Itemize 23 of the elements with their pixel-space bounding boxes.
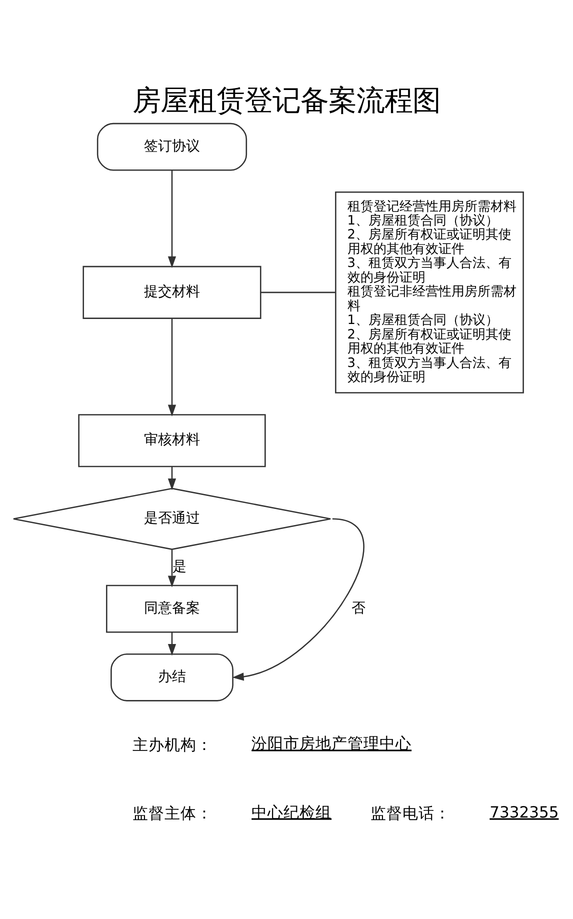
node-box: 办结	[110, 652, 234, 701]
edge-label: 否	[351, 600, 366, 616]
label: 监督电话：	[370, 804, 451, 822]
connector	[261, 291, 336, 293]
label: 7332355	[490, 802, 559, 821]
arrow	[232, 518, 364, 680]
label: 主办机构：	[132, 735, 213, 754]
arrow	[168, 632, 176, 656]
arrow	[168, 549, 176, 587]
label: 监督主体：	[132, 804, 213, 822]
node-diamond: 是否通过	[12, 487, 332, 550]
diagram-title: 房屋租赁登记备案流程图	[132, 84, 440, 117]
edge-label: 是	[172, 558, 187, 575]
node-box: 租赁登记经营性用房所需材料 1、房屋租赁合同（协议） 2、房屋所有权证或证明其使用权的其他有效证件 3、租赁双方当事人合法、有效的身份证明 租赁登记非经营性用房所需材料 1、房屋租赁合同（协议） 2、房屋所有权证或证明其使用权的其他有效证件 3、租赁双方当事人合法、有效的身份证明	[335, 191, 524, 393]
label: 中心纪检组	[252, 802, 332, 821]
node-box: 签订协议	[96, 122, 248, 170]
arrow	[168, 466, 176, 490]
arrow	[168, 318, 176, 416]
arrow	[168, 170, 176, 268]
node-box: 提交材料	[82, 265, 262, 318]
node-box: 审核材料	[78, 414, 266, 467]
node-box: 同意备案	[106, 584, 238, 632]
label: 汾阳市房地产管理中心	[252, 734, 412, 752]
